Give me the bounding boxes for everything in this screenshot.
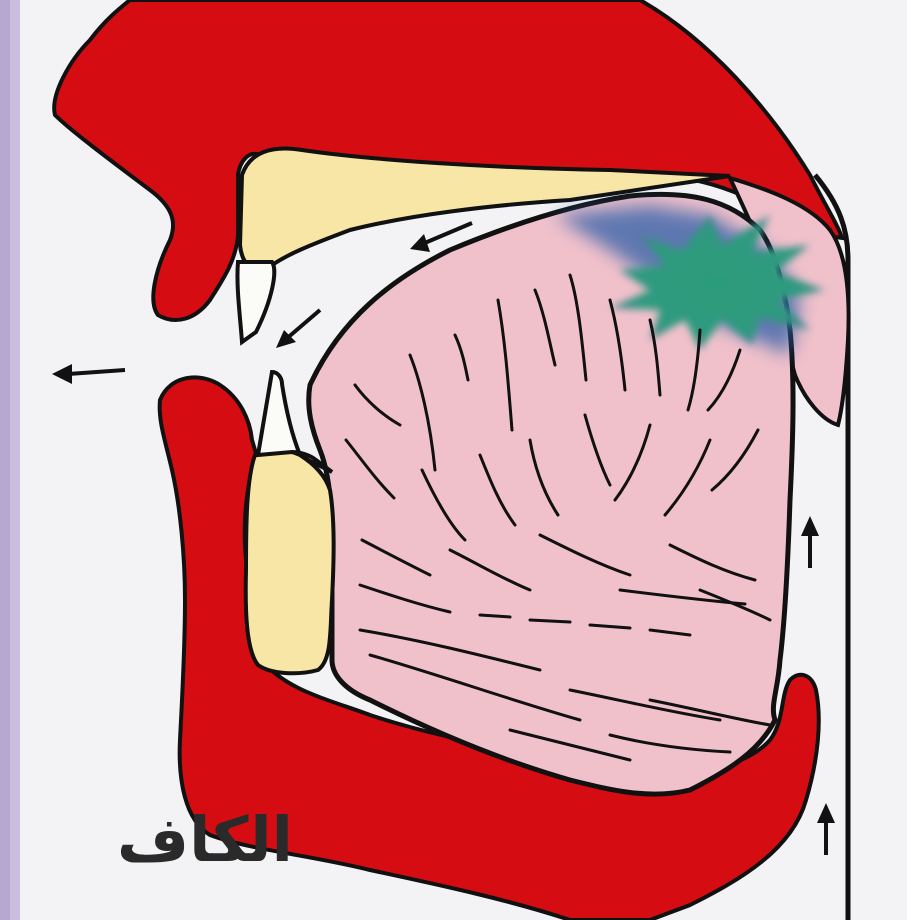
lower-gum (246, 450, 334, 674)
mouth-cross-section-diagram (10, 0, 907, 920)
arrow-down-left-icon (276, 310, 320, 348)
arrow-left-icon (52, 364, 125, 384)
letter-caption: الكاف (105, 795, 305, 885)
upper-incisor (237, 262, 274, 342)
